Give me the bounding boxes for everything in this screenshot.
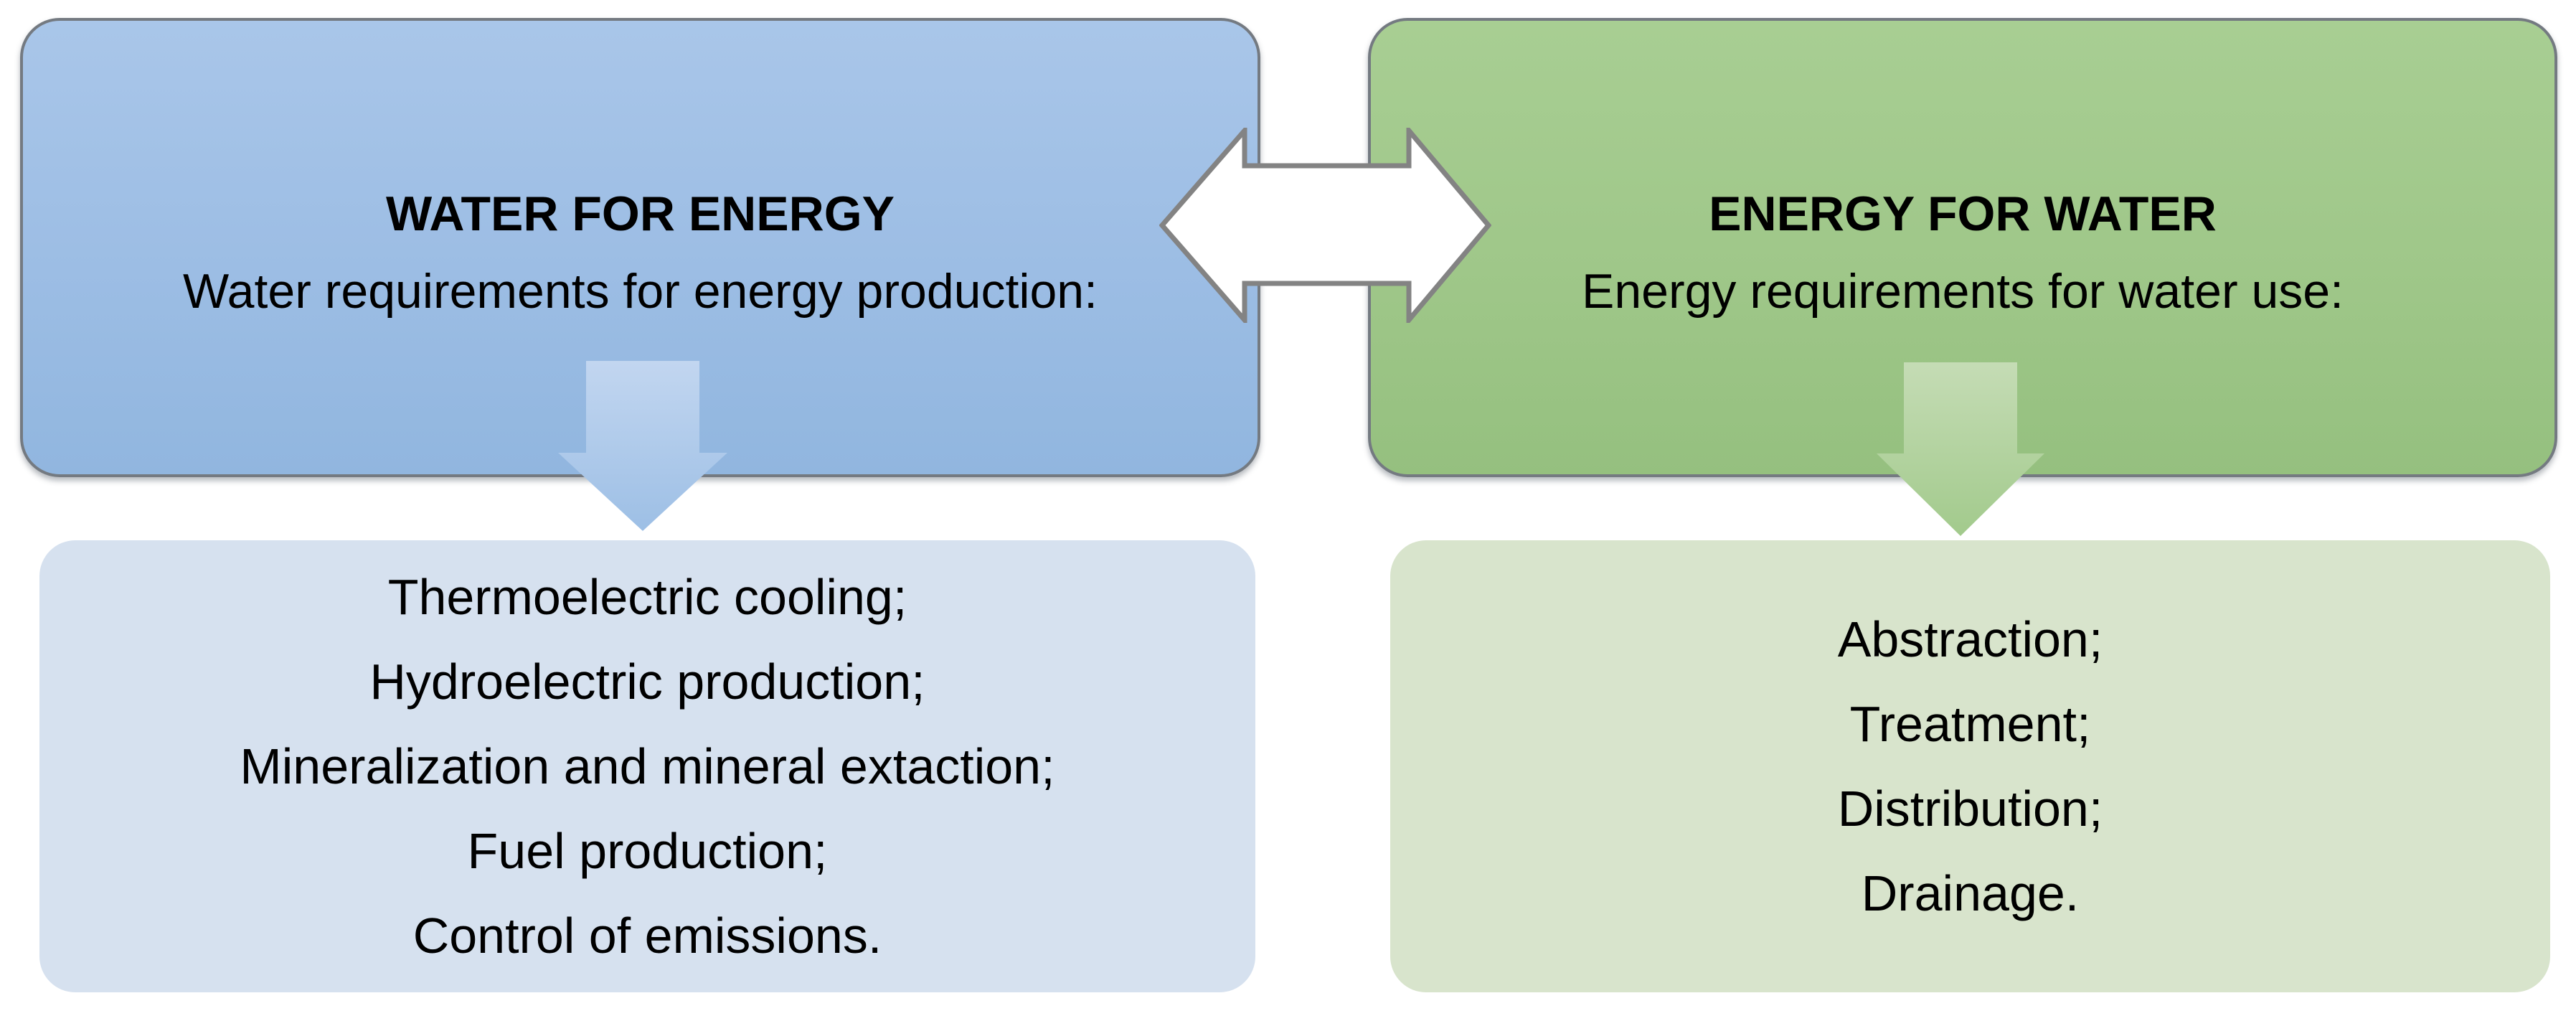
down-arrow-icon (558, 361, 727, 531)
energy-for-water-header: ENERGY FOR WATER Energy requirements for… (1371, 175, 2554, 330)
energy-for-water-list: Abstraction; Treatment; Distribution; Dr… (1390, 540, 2550, 992)
list-item: Thermoelectric cooling; (387, 569, 907, 625)
list-item: Hydroelectric production; (369, 654, 925, 710)
list-item: Abstraction; (1837, 611, 2103, 667)
list-item: Distribution; (1837, 781, 2103, 837)
list-item: Control of emissions. (412, 908, 882, 964)
water-for-energy-list: Thermoelectric cooling; Hydroelectric pr… (39, 540, 1255, 992)
energy-for-water-title: ENERGY FOR WATER (1709, 187, 2217, 241)
water-for-energy-subtitle: Water requirements for energy production… (183, 264, 1098, 319)
down-arrow-icon (1877, 362, 2044, 536)
water-for-energy-title: WATER FOR ENERGY (386, 187, 895, 241)
double-arrow-icon (1159, 128, 1491, 323)
energy-for-water-subtitle: Energy requirements for water use: (1581, 264, 2344, 319)
list-item: Treatment; (1849, 696, 2091, 752)
list-item: Mineralization and mineral extaction; (240, 738, 1055, 794)
list-item: Drainage. (1861, 865, 2080, 921)
water-for-energy-header: WATER FOR ENERGY Water requirements for … (23, 175, 1258, 330)
list-item: Fuel production; (467, 823, 828, 879)
